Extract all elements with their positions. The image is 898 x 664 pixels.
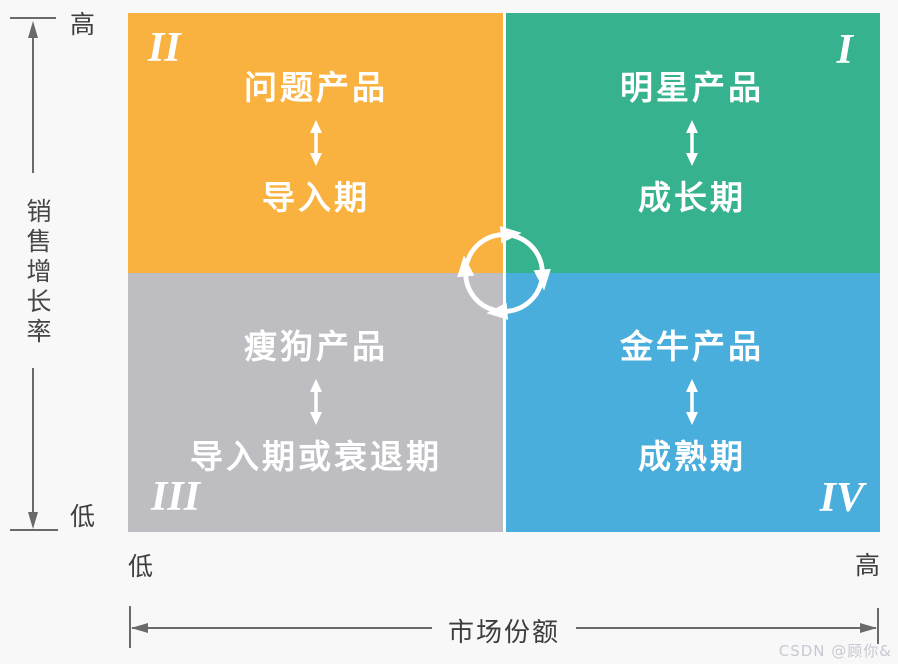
quadrant-dog-products: III 瘦狗产品 导入期或衰退期 xyxy=(128,272,504,532)
quadrant-star-products: I 明星产品 成长期 xyxy=(504,13,880,273)
quadrant-cash-cow-products: IV 金牛产品 成熟期 xyxy=(504,272,880,532)
product-label: 明星产品 xyxy=(620,67,764,107)
quadrant-problem-products: II 问题产品 导入期 xyxy=(128,13,504,273)
stage-label: 导入期或衰退期 xyxy=(190,437,442,477)
x-axis-low-label: 低 xyxy=(128,552,154,581)
x-axis-high-label: 高 xyxy=(854,551,880,580)
matrix-grid: II 问题产品 导入期 I 明星产品 成长期 III 瘦狗产品 xyxy=(128,13,880,532)
up-down-arrow-icon xyxy=(310,119,322,166)
stage-label: 导入期 xyxy=(262,177,370,217)
quadrant-numeral-3: III xyxy=(151,474,201,520)
y-axis xyxy=(10,17,58,531)
quadrant-numeral-2: II xyxy=(148,25,181,71)
stage-label: 成熟期 xyxy=(638,437,746,477)
y-axis-high-label: 高 xyxy=(70,10,96,39)
quadrant-divider xyxy=(502,13,506,532)
product-label: 问题产品 xyxy=(244,67,388,107)
stage-label: 成长期 xyxy=(638,177,746,217)
quadrant-numeral-4: IV xyxy=(819,475,864,521)
up-down-arrow-icon xyxy=(686,379,698,426)
cycle-arrows-icon xyxy=(457,225,551,320)
y-axis-low-label: 低 xyxy=(70,502,96,531)
quadrant-numeral-1: I xyxy=(836,27,853,73)
product-label: 瘦狗产品 xyxy=(244,327,388,367)
x-axis-label: 市场份额 xyxy=(431,612,577,649)
y-axis-label: 销售增长率 xyxy=(23,198,52,348)
up-down-arrow-icon xyxy=(686,119,698,166)
up-down-arrow-icon xyxy=(310,379,322,426)
watermark: CSDN @顾你& xyxy=(778,642,892,660)
product-label: 金牛产品 xyxy=(620,327,764,367)
